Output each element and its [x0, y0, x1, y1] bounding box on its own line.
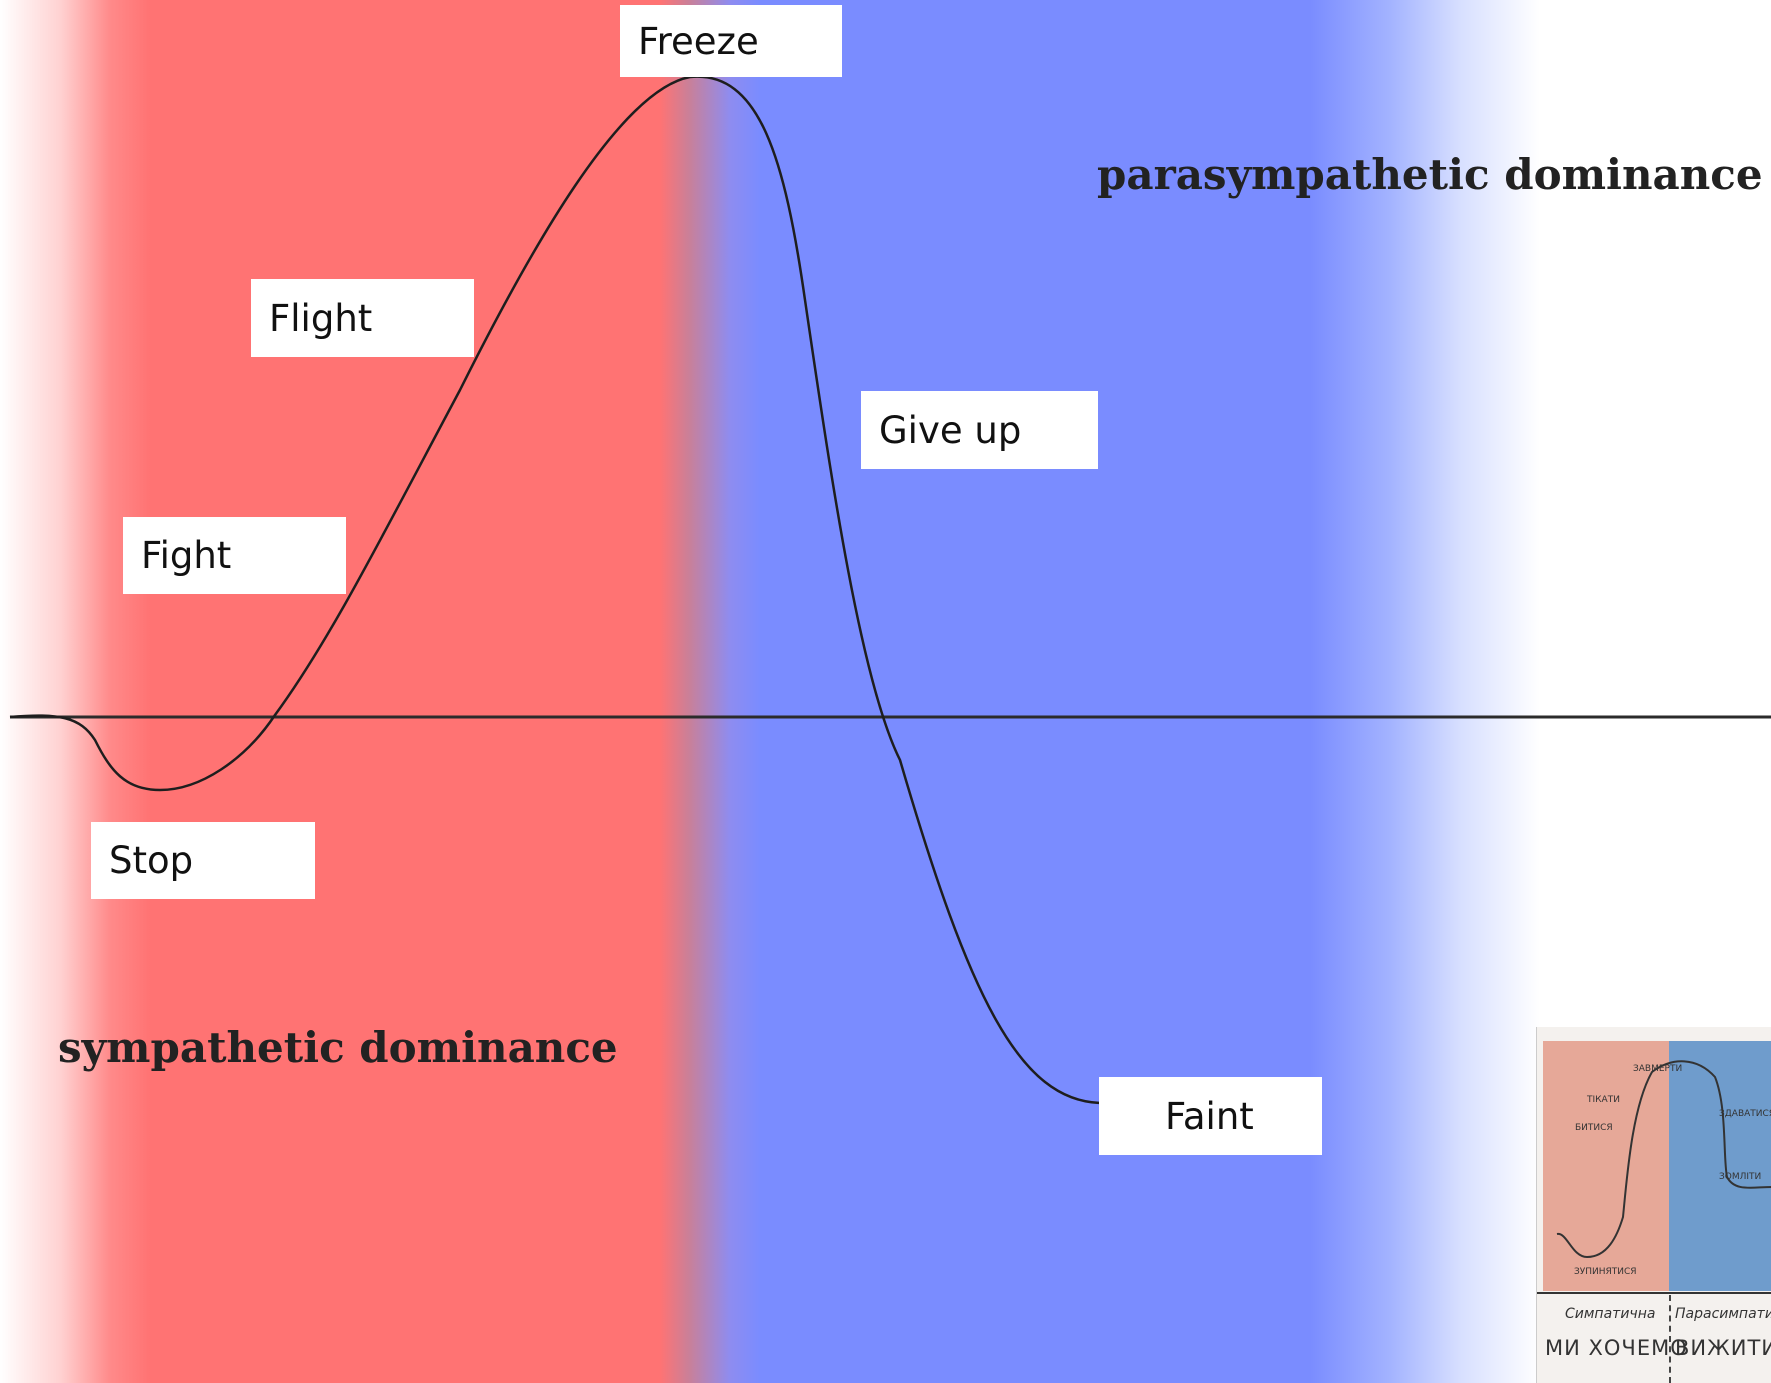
thumbnail-sympathetic-label: Симпатична	[1565, 1306, 1656, 1322]
label-fight-text: Fight	[141, 534, 232, 577]
thumbnail-label-faint: ЗОМЛІТИ	[1719, 1172, 1762, 1182]
label-freeze: Freeze	[620, 5, 842, 77]
handdrawn-thumbnail: ЗАВМЕРТИ ТІКАТИ БИТИСЯ ЗДАВАТИСЯ ЗОМЛІТИ…	[1536, 1027, 1771, 1383]
response-curve	[9, 75, 1101, 1105]
thumbnail-curve	[1556, 1060, 1771, 1259]
label-faint-text: Faint	[1165, 1094, 1254, 1138]
thumbnail-slogan-right: ВИЖИТИ !	[1675, 1336, 1771, 1360]
label-freeze-text: Freeze	[638, 19, 759, 63]
label-flight: Flight	[251, 279, 474, 357]
label-fight: Fight	[123, 517, 346, 594]
label-give-up: Give up	[861, 391, 1098, 469]
thumbnail-divider	[1537, 1292, 1771, 1294]
label-flight-text: Flight	[269, 296, 373, 340]
label-faint: Faint	[1099, 1077, 1322, 1155]
label-stop-text: Stop	[109, 839, 194, 882]
thumbnail-slogan-left: МИ ХОЧЕМО	[1545, 1336, 1688, 1360]
label-give-up-text: Give up	[879, 408, 1022, 452]
thumbnail-dashed-divider	[1669, 1295, 1671, 1383]
label-stop: Stop	[91, 822, 315, 899]
thumbnail-label-freeze: ЗАВМЕРТИ	[1633, 1064, 1683, 1074]
thumbnail-label-give-up: ЗДАВАТИСЯ	[1719, 1109, 1771, 1119]
thumbnail-label-flight: ТІКАТИ	[1587, 1095, 1620, 1105]
thumbnail-label-fight: БИТИСЯ	[1575, 1123, 1613, 1133]
sympathetic-dominance-label: sympathetic dominance	[58, 1023, 618, 1072]
thumbnail-parasympathetic-zone	[1669, 1041, 1771, 1291]
thumbnail-label-stop: ЗУПИНЯТИСЯ	[1574, 1267, 1637, 1277]
parasympathetic-dominance-label: parasympathetic dominance	[1097, 150, 1763, 199]
thumbnail-parasympathetic-label: Парасимпатична	[1675, 1306, 1771, 1322]
